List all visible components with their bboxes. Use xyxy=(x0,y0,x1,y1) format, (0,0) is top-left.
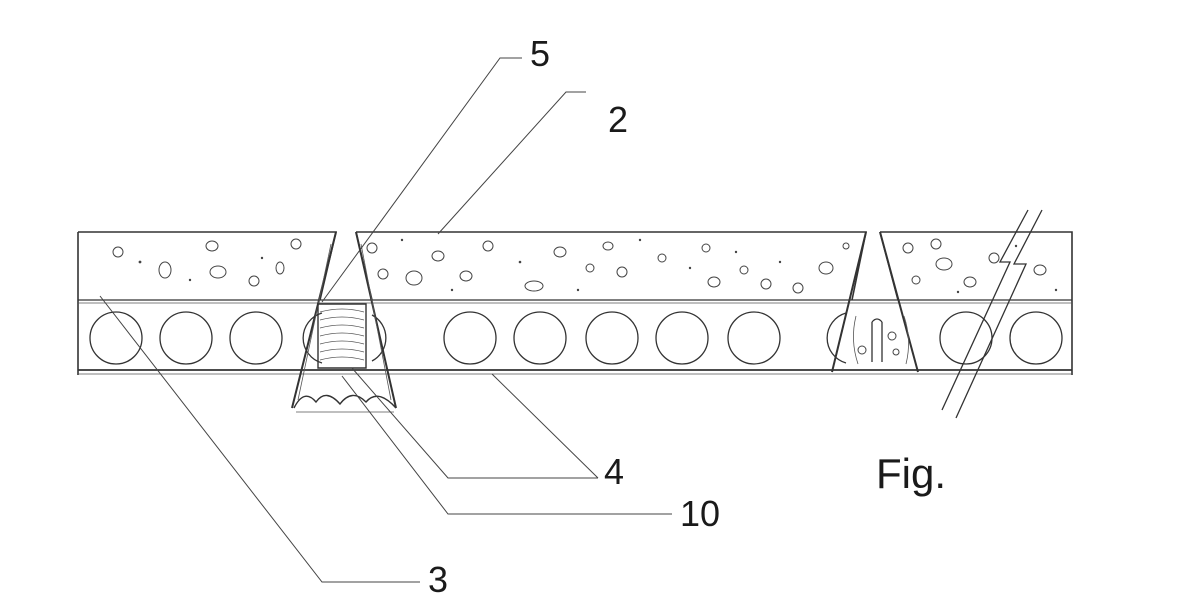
right-joint xyxy=(832,232,918,372)
numeral-2: 2 xyxy=(608,99,628,140)
leader-lines xyxy=(100,58,672,582)
hollow-core-slab xyxy=(78,370,1072,374)
reference-numerals: 5 2 4 10 3 Fig. xyxy=(428,33,946,600)
numeral-4: 4 xyxy=(604,451,624,492)
ribbed-connector xyxy=(318,304,366,368)
aggregate-pebbles xyxy=(113,239,1057,293)
hollow-cores xyxy=(90,312,1062,364)
numeral-10: 10 xyxy=(680,493,720,534)
numeral-5: 5 xyxy=(530,33,550,74)
numeral-3: 3 xyxy=(428,559,448,600)
concrete-topping-layer xyxy=(78,232,1072,375)
figure-caption: Fig. xyxy=(876,450,946,497)
